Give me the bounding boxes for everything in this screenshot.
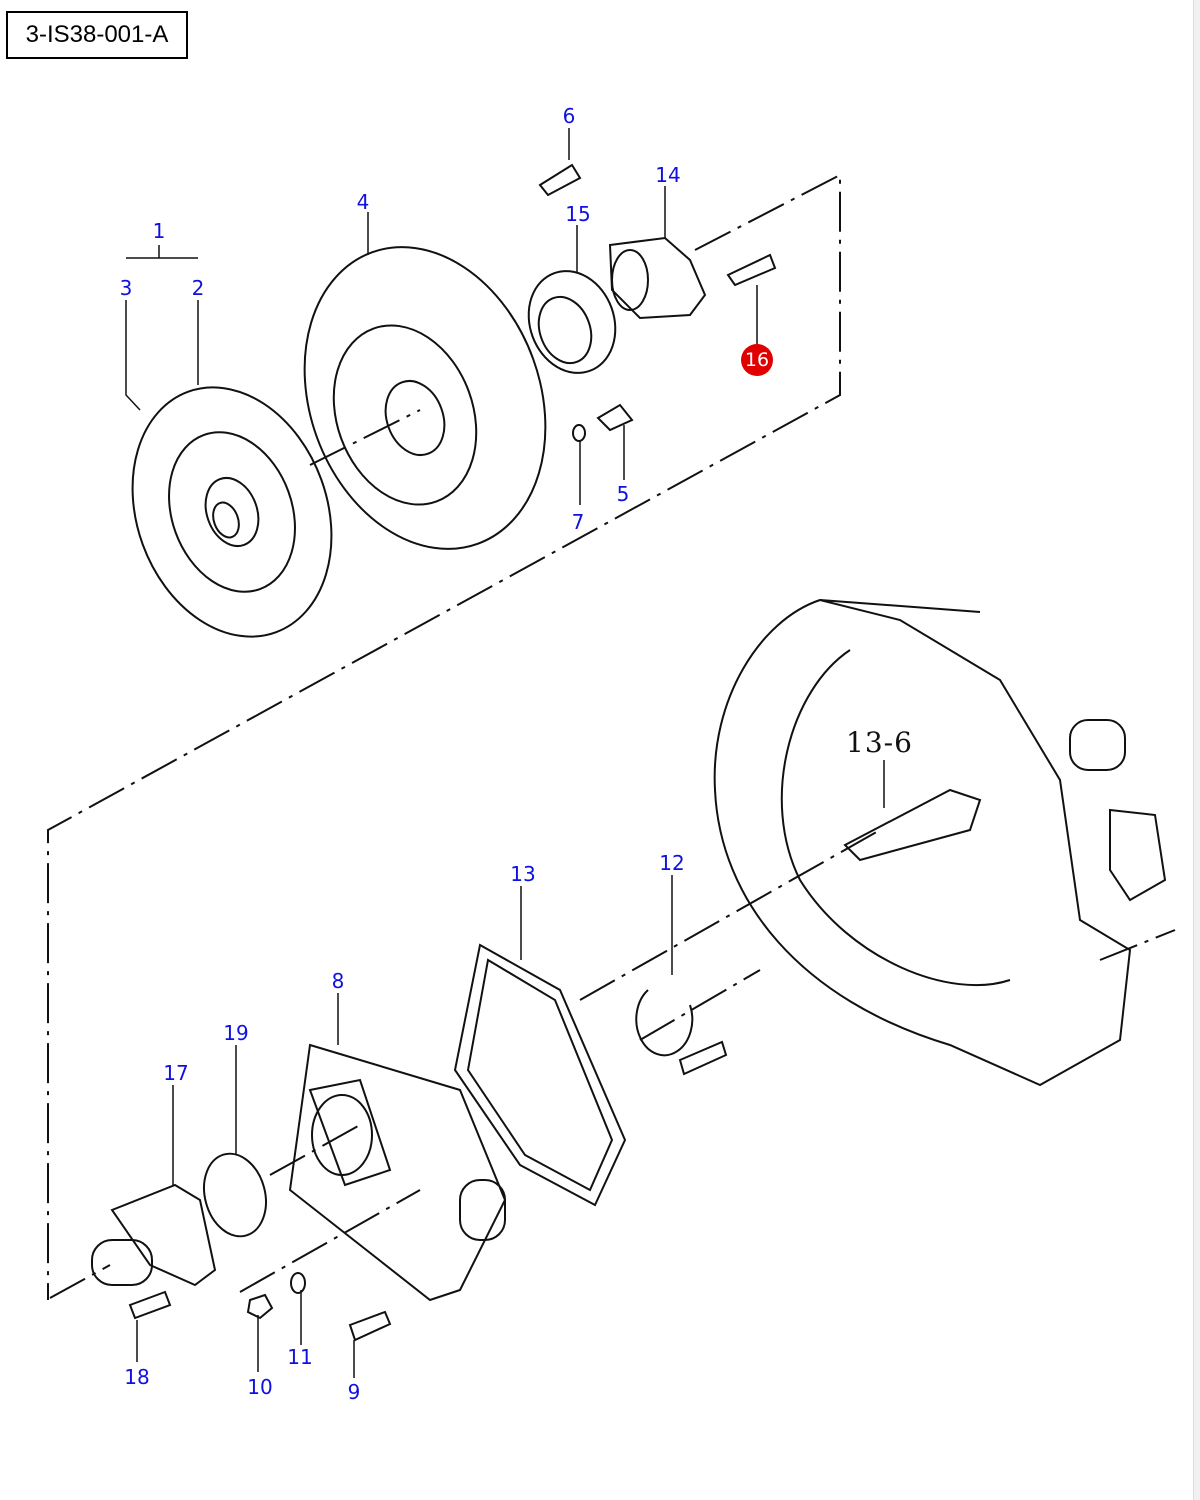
callout-15[interactable]: 15 [565,202,591,226]
callout-3[interactable]: 3 [119,276,133,300]
bolts-lower [128,1040,728,1342]
pressure-plate [303,246,547,550]
cover-plate [288,1043,507,1302]
assembly-frame [47,173,1176,1300]
callout-7[interactable]: 7 [571,510,585,534]
o-ring [203,1152,267,1238]
callout-6[interactable]: 6 [562,104,576,128]
callout-11[interactable]: 11 [287,1345,313,1369]
leader-lines [125,128,885,1378]
bearing-sleeve [91,1183,217,1287]
callout-14[interactable]: 14 [655,163,681,187]
callout-16-highlighted[interactable]: 16 [741,344,773,376]
callout-12[interactable]: 12 [659,851,685,875]
scrollbar[interactable] [1193,0,1200,1500]
callout-17[interactable]: 17 [163,1061,189,1085]
callout-5[interactable]: 5 [616,482,630,506]
callout-9[interactable]: 9 [347,1380,361,1404]
snap-ring [635,989,694,1057]
callout-18[interactable]: 18 [124,1365,150,1389]
clutch-disc [131,386,333,638]
diagram-id-box: 3-IS38-001-A [6,11,188,59]
release-hub [608,236,707,320]
callout-8[interactable]: 8 [331,969,345,993]
callout-4[interactable]: 4 [356,190,370,214]
callout-13[interactable]: 13 [510,862,536,886]
small-hardware [538,163,777,442]
reference-label: 13-6 [846,726,913,759]
callout-1[interactable]: 1 [152,219,166,243]
callout-2[interactable]: 2 [191,276,205,300]
callout-10[interactable]: 10 [247,1375,273,1399]
gasket [453,943,627,1207]
release-bearing [527,270,617,374]
callout-19[interactable]: 19 [223,1021,249,1045]
clutch-housing [713,598,1167,1087]
